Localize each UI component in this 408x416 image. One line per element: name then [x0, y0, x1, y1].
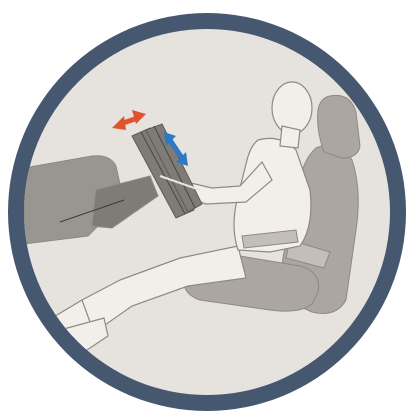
driver-head	[272, 82, 312, 134]
driver-neck	[280, 126, 300, 148]
